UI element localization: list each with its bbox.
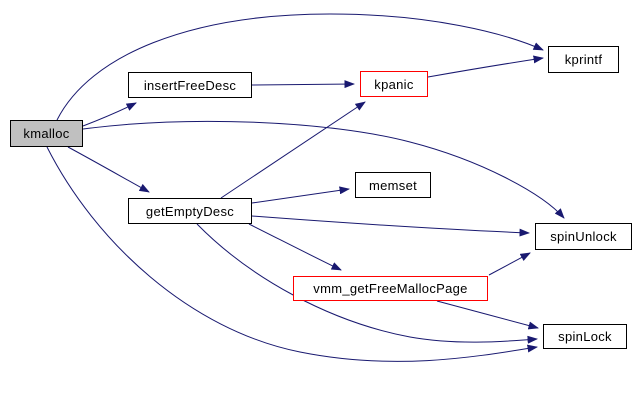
node-kprintf[interactable]: kprintf [548,46,619,73]
node-vmm_getFreeMallocPage[interactable]: vmm_getFreeMallocPage [293,276,488,301]
node-spinLock[interactable]: spinLock [543,324,627,349]
edge-getEmptyDesc-kpanic [220,101,366,199]
edge-insertFreeDesc-kpanic [251,80,355,89]
edge-kpanic-kprintf [427,55,544,78]
node-kmalloc[interactable]: kmalloc [10,120,83,147]
node-kpanic[interactable]: kpanic [360,71,428,97]
edge-kmalloc-kprintf [56,13,544,121]
node-getEmptyDesc[interactable]: getEmptyDesc [128,198,252,224]
edge-vmm-spinUnlock [488,252,531,276]
edge-getEmptyDesc-spinUnlock [251,215,530,237]
edge-kmalloc-spinLock [46,146,538,362]
edge-kmalloc-spinUnlock [82,120,565,219]
edge-getEmptyDesc-memset [251,186,350,204]
edge-kmalloc-insertFreeDesc [82,102,137,127]
edge-getEmptyDesc-spinLock [196,223,538,344]
edge-getEmptyDesc-vmm [248,223,342,271]
node-insertFreeDesc[interactable]: insertFreeDesc [128,72,252,98]
node-spinUnlock[interactable]: spinUnlock [535,223,632,250]
edge-vmm-spinLock [436,300,539,330]
edge-kmalloc-getEmptyDesc [67,146,150,193]
node-memset[interactable]: memset [355,172,431,198]
